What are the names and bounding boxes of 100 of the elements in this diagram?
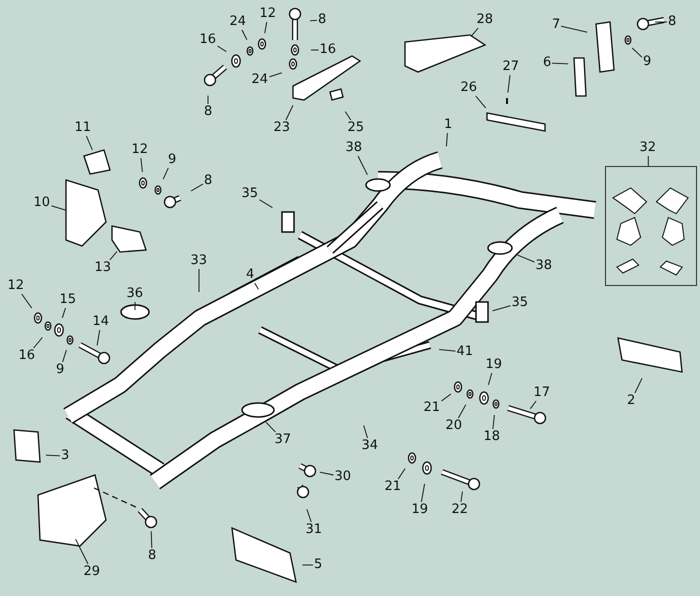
callout-number: 4: [246, 268, 254, 282]
leader-line: [492, 305, 511, 312]
callout-number: 9: [643, 55, 652, 69]
leader-line: [458, 404, 466, 418]
leader-line: [344, 111, 352, 120]
callout-number: 10: [34, 196, 50, 210]
callout-number: 23: [274, 121, 290, 135]
leader-line: [46, 454, 60, 456]
callout-number: 27: [502, 60, 520, 74]
callout-number: 35: [242, 187, 258, 201]
callout-number: 3: [61, 449, 70, 463]
leader-line: [319, 472, 334, 476]
callout-number: 24: [252, 73, 268, 87]
leader-line: [420, 483, 426, 502]
callout-number: 29: [84, 565, 100, 579]
leader-line: [358, 156, 368, 176]
callout-number: 8: [148, 549, 156, 563]
callout-number: 15: [60, 293, 76, 307]
leader-line: [475, 96, 486, 108]
callout-number: 36: [126, 287, 144, 301]
leader-line: [398, 468, 406, 480]
leader-line: [530, 400, 537, 410]
callout-number: 24: [230, 15, 246, 29]
leader-line: [363, 424, 368, 438]
callout-number: 17: [534, 386, 550, 400]
callout-number: 22: [452, 503, 468, 517]
callout-number: 8: [318, 13, 326, 27]
leader-line: [634, 378, 642, 394]
leader-line: [560, 26, 588, 33]
callout-number: 12: [132, 143, 148, 157]
leader-line: [302, 564, 314, 566]
callout-number: 25: [348, 121, 364, 135]
leader-line: [254, 282, 259, 290]
leader-line: [492, 414, 495, 430]
leader-line: [269, 72, 282, 78]
callout-number: 9: [168, 153, 176, 167]
leader-line: [109, 251, 118, 260]
callout-number: 11: [74, 121, 92, 135]
leader-line: [134, 302, 136, 310]
callout-number: 6: [543, 56, 552, 70]
callout-number: 31: [306, 523, 322, 537]
leader-line: [446, 132, 448, 147]
callout-number: 21: [424, 401, 440, 415]
leader-line: [62, 350, 67, 362]
leader-line: [310, 20, 318, 22]
leader-line: [198, 268, 200, 292]
callout-number: 2: [627, 394, 636, 408]
leader-line: [648, 156, 649, 166]
callout-number: 37: [274, 433, 292, 447]
leader-line: [552, 62, 569, 64]
leader-line: [264, 22, 268, 34]
leader-line: [86, 136, 93, 150]
callout-number: 8: [204, 105, 212, 119]
callout-number: 38: [346, 141, 362, 155]
leader-line: [75, 538, 88, 564]
leader-line: [51, 205, 66, 211]
leader-line: [162, 168, 169, 180]
callout-number: 14: [92, 315, 110, 329]
callout-number: 18: [484, 430, 500, 444]
leader-line: [259, 199, 273, 208]
leader-line: [190, 184, 204, 192]
callout-number: 12: [260, 7, 276, 21]
callout-number: 16: [200, 33, 216, 47]
callout-number: 33: [190, 254, 208, 268]
callout-number: 35: [512, 296, 528, 310]
leader-line: [21, 294, 32, 308]
leader-line: [62, 308, 66, 318]
leader-line: [33, 337, 43, 348]
callout-number: 16: [320, 43, 336, 57]
callout-number: 1: [444, 118, 452, 132]
callout-number: 21: [384, 480, 402, 494]
callout-number: 9: [56, 363, 64, 377]
callout-number: 32: [640, 141, 656, 155]
callout-number: 13: [94, 261, 112, 275]
leader-line: [266, 422, 276, 432]
leader-line: [507, 74, 510, 93]
callout-number: 34: [362, 439, 378, 453]
callout-number: 12: [8, 279, 24, 293]
leader-line: [242, 30, 248, 40]
callout-number: 30: [334, 470, 352, 484]
leader-line: [438, 349, 456, 352]
callout-number: 19: [486, 358, 502, 372]
leader-line: [632, 48, 642, 58]
leader-line: [488, 372, 492, 386]
callout-number: 8: [204, 174, 212, 188]
leader-line: [217, 46, 227, 52]
leader-line: [441, 394, 452, 402]
callout-number: 26: [460, 81, 478, 95]
callout-number: 28: [476, 13, 494, 27]
leader-line: [285, 104, 294, 120]
callout-number: 41: [456, 345, 474, 359]
callout-number: 19: [412, 503, 428, 517]
callout-number: 38: [536, 259, 552, 273]
callout-number: 7: [552, 18, 560, 32]
leader-line: [140, 158, 143, 172]
parts-panel: [605, 166, 697, 286]
leader-line: [306, 508, 312, 522]
leader-line: [150, 530, 152, 548]
leader-line: [96, 330, 100, 346]
leader-line: [470, 28, 479, 37]
